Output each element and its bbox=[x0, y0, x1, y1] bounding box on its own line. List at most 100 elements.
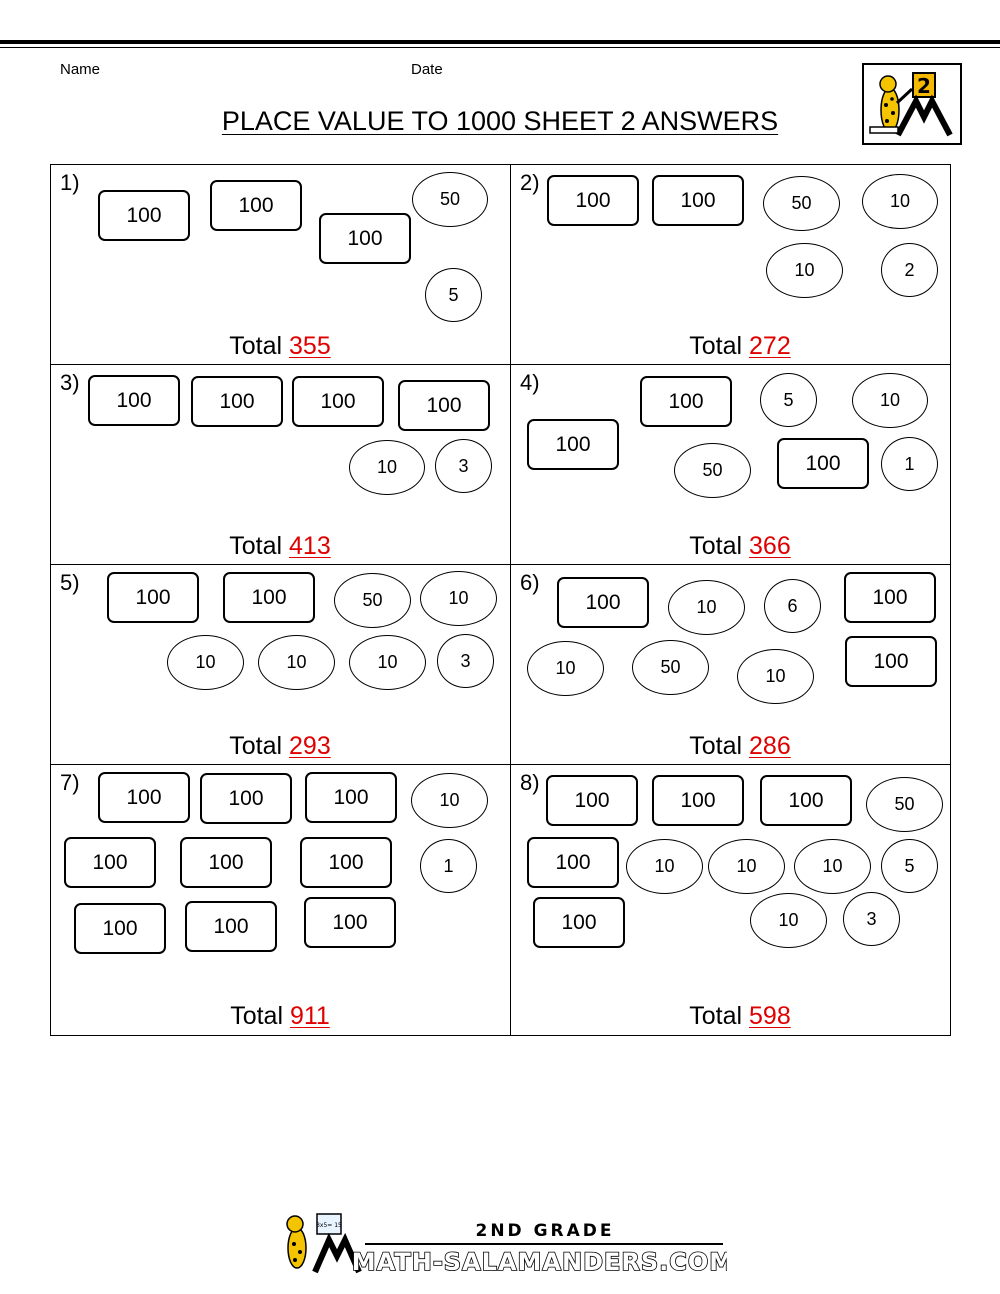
total-label: Total bbox=[689, 532, 743, 560]
total-label: Total bbox=[230, 1002, 283, 1030]
hundred-block: 100 bbox=[398, 380, 490, 431]
value-oval: 10 bbox=[167, 635, 244, 690]
hundred-block: 100 bbox=[652, 175, 744, 226]
value-oval: 10 bbox=[349, 635, 426, 690]
hundred-block: 100 bbox=[292, 376, 384, 427]
hundred-block: 100 bbox=[200, 773, 292, 824]
problem-number: 6) bbox=[520, 570, 540, 595]
problem-number: 5) bbox=[60, 570, 80, 595]
logo-m-letter bbox=[895, 94, 953, 137]
value-oval: 1 bbox=[420, 839, 477, 893]
salamander-head bbox=[879, 75, 897, 93]
value-oval: 10 bbox=[708, 839, 785, 894]
problem-cell bbox=[510, 164, 950, 365]
problem-number: 1) bbox=[60, 170, 80, 195]
total-line: Total 598 bbox=[510, 1002, 970, 1031]
total-line: Total 286 bbox=[510, 732, 970, 761]
total-label: Total bbox=[689, 1002, 743, 1030]
hundred-block: 100 bbox=[527, 837, 619, 888]
total-line: Total 355 bbox=[50, 332, 510, 361]
hundred-block: 100 bbox=[180, 837, 272, 888]
total-answer: 293 bbox=[289, 732, 331, 760]
hundred-block: 100 bbox=[533, 897, 625, 948]
problem-number: 8) bbox=[520, 770, 540, 795]
total-line: Total 272 bbox=[510, 332, 970, 361]
value-oval: 10 bbox=[737, 649, 814, 704]
problem-number: 7) bbox=[60, 770, 80, 795]
problem-number: 4) bbox=[520, 370, 540, 395]
value-oval: 50 bbox=[763, 176, 840, 231]
problem-cell bbox=[50, 164, 511, 365]
hundred-block: 100 bbox=[845, 636, 937, 687]
value-oval: 2 bbox=[881, 243, 938, 297]
hundred-block: 100 bbox=[547, 175, 639, 226]
footer-grade: 2ND GRADE bbox=[475, 1221, 614, 1241]
footer-board-text: 3x5= 15 bbox=[316, 1222, 342, 1229]
value-oval: 10 bbox=[527, 641, 604, 696]
problem-cell bbox=[50, 364, 511, 565]
value-oval: 5 bbox=[425, 268, 482, 322]
hundred-block: 100 bbox=[546, 775, 638, 826]
value-oval: 10 bbox=[668, 580, 745, 635]
value-oval: 10 bbox=[852, 373, 928, 428]
footer-logo: 3x5= 15 2ND GRADE MATH-SALAMANDERS.COM bbox=[275, 1210, 734, 1277]
hundred-block: 100 bbox=[557, 577, 649, 628]
problem-cell bbox=[510, 364, 950, 565]
total-line: Total 413 bbox=[50, 532, 510, 561]
grade-badge bbox=[912, 72, 936, 98]
footer-salamander-body bbox=[287, 1227, 307, 1269]
total-label: Total bbox=[229, 532, 283, 560]
hundred-block: 100 bbox=[98, 190, 190, 241]
value-oval: 3 bbox=[435, 439, 492, 493]
value-oval: 50 bbox=[632, 640, 709, 695]
value-oval: 50 bbox=[674, 443, 751, 498]
value-oval: 10 bbox=[258, 635, 335, 690]
page-title: PLACE VALUE TO 1000 SHEET 2 ANSWERS bbox=[221, 106, 779, 136]
name-label: Name bbox=[60, 61, 101, 78]
value-oval: 10 bbox=[349, 440, 425, 495]
total-label: Total bbox=[229, 332, 283, 360]
total-answer: 413 bbox=[289, 532, 331, 560]
total-answer: 272 bbox=[749, 332, 791, 360]
total-label: Total bbox=[689, 332, 743, 360]
value-oval: 50 bbox=[866, 777, 943, 832]
hundred-block: 100 bbox=[210, 180, 302, 231]
date-label: Date bbox=[411, 61, 443, 78]
total-line: Total 293 bbox=[50, 732, 510, 761]
footer-logo-art: 3x5= 15 2ND GRADE MATH-SALAMANDERS.COM bbox=[286, 1213, 734, 1277]
value-oval: 10 bbox=[411, 773, 488, 828]
value-oval: 3 bbox=[843, 892, 900, 946]
hundred-block: 100 bbox=[652, 775, 744, 826]
salamander-logo-art: 2 bbox=[869, 72, 953, 137]
value-oval: 50 bbox=[412, 172, 488, 227]
value-oval: 5 bbox=[760, 373, 817, 427]
problem-number: 3) bbox=[60, 370, 80, 395]
value-oval: 50 bbox=[334, 573, 411, 628]
total-label: Total bbox=[689, 732, 743, 760]
salamander-logo: 2 bbox=[862, 63, 962, 145]
hundred-block: 100 bbox=[760, 775, 852, 826]
hundred-block: 100 bbox=[844, 572, 936, 623]
hundred-block: 100 bbox=[300, 837, 392, 888]
top-rule-thin bbox=[0, 47, 1000, 48]
value-oval: 6 bbox=[764, 579, 821, 633]
footer-m-letter bbox=[312, 1232, 362, 1274]
value-oval: 1 bbox=[881, 437, 938, 491]
problem-cell bbox=[50, 564, 511, 765]
value-oval: 10 bbox=[794, 839, 871, 894]
total-line: Total 911 bbox=[50, 1002, 510, 1031]
total-line: Total 366 bbox=[510, 532, 970, 561]
hundred-block: 100 bbox=[527, 419, 619, 470]
total-answer: 598 bbox=[749, 1002, 791, 1030]
stool bbox=[869, 126, 899, 134]
total-answer: 355 bbox=[289, 332, 331, 360]
hundred-block: 100 bbox=[191, 376, 283, 427]
hundred-block: 100 bbox=[319, 213, 411, 264]
value-oval: 5 bbox=[881, 839, 938, 893]
total-answer: 366 bbox=[749, 532, 791, 560]
footer-salamander-head bbox=[286, 1215, 304, 1233]
problem-grid bbox=[50, 164, 951, 1036]
hundred-block: 100 bbox=[64, 837, 156, 888]
hundred-block: 100 bbox=[107, 572, 199, 623]
value-oval: 10 bbox=[420, 571, 497, 626]
